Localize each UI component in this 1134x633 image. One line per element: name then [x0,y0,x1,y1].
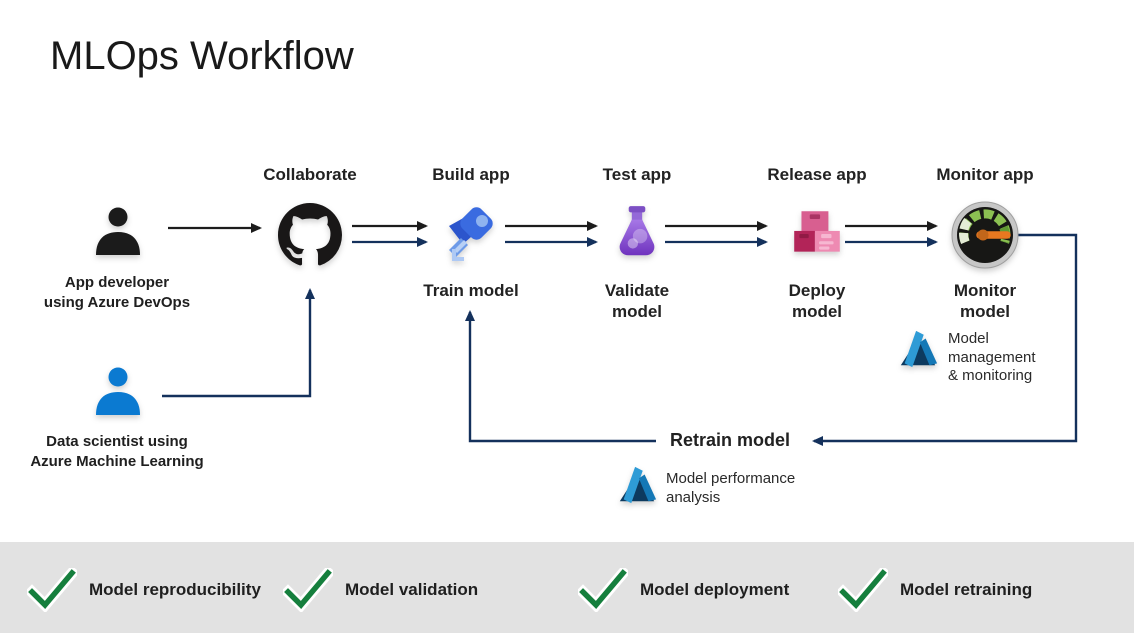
packages-icon [794,211,840,252]
page-title: MLOps Workflow [50,34,354,78]
footer-item-reproducibility: Model reproducibility [27,565,261,615]
stage-label-test-app: Test app [602,165,672,184]
arrow-monitor-to-retrain [812,233,1078,446]
data-scientist-label: Data scientist using Azure Machine Learn… [30,433,204,470]
footer-bar [0,542,1134,633]
flask-icon [619,206,655,256]
stage-label-train-model: Train model [423,281,519,300]
app-developer-label: App developer using Azure DevOps [43,274,191,311]
github-icon [278,203,342,266]
footer-item-deployment: Model deployment [578,565,789,615]
stage-label-build-app: Build app [432,165,510,184]
azure-ml-icon [900,330,938,368]
checkmark-icon [578,568,628,612]
checkmark-icon [838,568,888,612]
arrow-retrain-to-train [465,310,656,443]
footer-item-retraining: Model retraining [838,565,1032,615]
stage-label-validate-model: Validate model [604,281,670,321]
stage-label-monitor-app: Monitor app [936,165,1034,184]
stage-label-release-app: Release app [767,165,867,184]
stage-label-deploy-model: Deploy model [788,281,846,321]
checkmark-icon [27,568,77,612]
data-scientist-icon [96,367,140,415]
model-management-annotation: Model management & monitoring [948,330,1036,384]
model-performance-annotation: Model performance analysis [666,470,796,506]
gauge-icon [951,201,1019,269]
azure-ml-icon [619,466,657,504]
retrain-model-label: Retrain model [669,430,791,450]
rocket-icon [449,207,493,261]
stage-label-collaborate: Collaborate [263,165,357,184]
checkmark-icon [283,568,333,612]
app-developer-icon [96,207,140,255]
footer-item-validation: Model validation [283,565,478,615]
stage-label-monitor-model: Monitor model [953,281,1017,321]
